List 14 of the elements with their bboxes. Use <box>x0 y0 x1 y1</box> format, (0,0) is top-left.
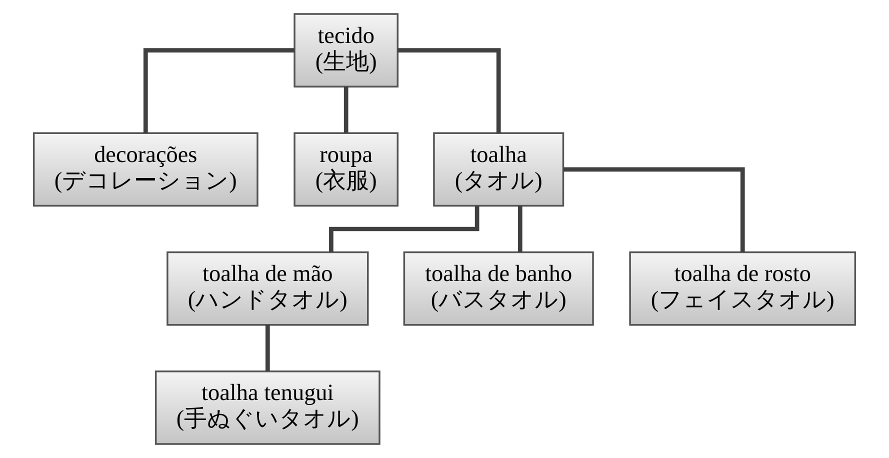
node-box: tecido (生地) <box>294 13 399 88</box>
connector <box>398 48 501 134</box>
connector <box>265 324 270 372</box>
connector <box>344 86 348 133</box>
connector <box>518 206 522 252</box>
connector <box>143 48 294 134</box>
node-box: toalha de banho (バスタオル) <box>403 251 594 326</box>
connector <box>563 167 745 252</box>
node-box: toalha de rosto (フェイスタオル) <box>629 251 856 326</box>
node-box: toalha de mão (ハンドタオル) <box>166 251 369 326</box>
node-box: toalha (タオル) <box>433 132 564 207</box>
node-box: roupa (衣服) <box>294 132 399 207</box>
node-box: decorações (デコレーション) <box>32 132 258 207</box>
node-box: toalha tenugui (手ぬぐいタオル) <box>154 370 380 445</box>
